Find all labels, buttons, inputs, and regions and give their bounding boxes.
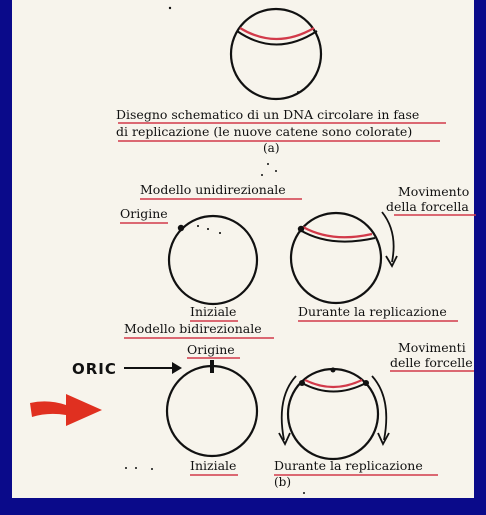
oric-arrow — [124, 362, 182, 374]
unidirectional-initial-circle — [169, 216, 257, 304]
bidirectional-initial-circle — [167, 360, 257, 456]
bidirectional-title: Modello bidirezionale — [124, 321, 262, 336]
unidirectional-origin-label: Origine — [120, 206, 168, 221]
caption-line-1: Disegno schematico di un DNA circolare i… — [116, 107, 419, 122]
unidirectional-during-label: Durante la replicazione — [298, 304, 447, 319]
bidirectional-origin-label: Origine — [187, 342, 235, 357]
caption-line-2: di replicazione (le nuove catene sono co… — [116, 124, 412, 139]
label-b: (b) — [274, 475, 291, 489]
bidirectional-initial-label: Iniziale — [190, 458, 236, 473]
unidirectional-initial-label: Iniziale — [190, 304, 236, 319]
unidirectional-title: Modello unidirezionale — [140, 182, 286, 197]
label-a: (a) — [263, 141, 280, 155]
unidirectional-replicating-circle — [291, 212, 397, 303]
bidirectional-during-label: Durante la replicazione — [274, 458, 423, 473]
oric-annotation: ORIC — [72, 360, 117, 378]
bidirectional-fork-label-2: delle forcelle — [390, 355, 473, 370]
replicating-circle-top — [231, 9, 321, 99]
unidirectional-fork-label-1: Movimento — [398, 184, 469, 199]
bidirectional-fork-label-1: Movimenti — [398, 340, 466, 355]
bidirectional-replicating-circle — [279, 368, 389, 460]
red-pointer-arrow-icon — [30, 394, 102, 426]
unidirectional-fork-label-2: della forcella — [386, 199, 469, 214]
